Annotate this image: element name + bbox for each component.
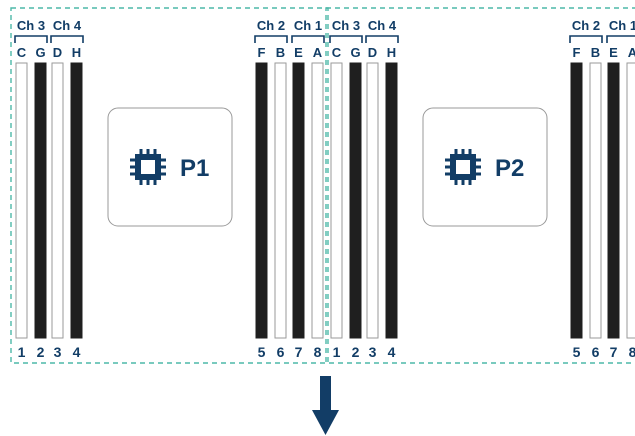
cpu-chip-icon (445, 149, 481, 185)
slot-number: 2 (352, 344, 360, 360)
slot-number: 5 (573, 344, 581, 360)
slot-number: 3 (54, 344, 62, 360)
channel-bracket (50, 35, 84, 43)
slot-number: 8 (314, 344, 322, 360)
slot-letter: F (258, 45, 266, 60)
slot-letter: E (294, 45, 303, 60)
dimm-slot-empty (274, 62, 287, 339)
slot-number: 6 (277, 344, 285, 360)
processor-label: P1 (180, 155, 209, 182)
channel-bracket (606, 35, 635, 43)
channel-label: Ch 1 (294, 18, 322, 33)
channel-label: Ch 2 (257, 18, 285, 33)
slot-number: 8 (629, 344, 635, 360)
slot-number: 1 (333, 344, 341, 360)
dimm-slot-empty (311, 62, 324, 339)
slot-letter: A (628, 45, 635, 60)
slot-letter: H (72, 45, 81, 60)
processor-box (107, 107, 233, 227)
channel-label: Ch 4 (53, 18, 82, 33)
slot-number: 3 (369, 344, 377, 360)
dimm-slot-populated (70, 62, 83, 339)
slot-number: 7 (610, 344, 618, 360)
slot-number: 1 (18, 344, 26, 360)
slot-number: 2 (37, 344, 45, 360)
channel-bracket (14, 35, 48, 43)
channel-bracket (329, 35, 363, 43)
dimm-slot-populated (255, 62, 268, 339)
slot-letter: D (368, 45, 377, 60)
channel-label: Ch 3 (332, 18, 360, 33)
slot-letter: H (387, 45, 396, 60)
dimm-slot-populated (349, 62, 362, 339)
slot-letter: C (332, 45, 342, 60)
slot-number: 5 (258, 344, 266, 360)
dimm-slot-empty (589, 62, 602, 339)
slot-letter: E (609, 45, 618, 60)
slot-letter: C (17, 45, 27, 60)
dimm-slot-empty (51, 62, 64, 339)
slot-letter: D (53, 45, 62, 60)
processor-label: P2 (495, 155, 524, 182)
processor-box (422, 107, 548, 227)
dimm-slot-populated (292, 62, 305, 339)
channel-bracket (291, 35, 325, 43)
channel-bracket (254, 35, 288, 43)
slot-number: 4 (388, 344, 396, 360)
slot-letter: G (35, 45, 45, 60)
processor-group-outline (325, 7, 635, 364)
dimm-slot-populated (570, 62, 583, 339)
slot-number: 7 (295, 344, 303, 360)
slot-letter: F (573, 45, 581, 60)
dimm-slot-populated (34, 62, 47, 339)
dimm-slot-populated (607, 62, 620, 339)
dimm-slot-empty (15, 62, 28, 339)
slot-letter: A (313, 45, 323, 60)
channel-bracket (365, 35, 399, 43)
cpu-chip-icon (130, 149, 166, 185)
slot-number: 4 (73, 344, 81, 360)
channel-label: Ch 3 (17, 18, 45, 33)
channel-label: Ch 4 (368, 18, 397, 33)
slot-letter: G (350, 45, 360, 60)
slot-letter: B (276, 45, 285, 60)
channel-bracket (569, 35, 603, 43)
slot-letter: B (591, 45, 600, 60)
dimm-slot-empty (330, 62, 343, 339)
channel-label: Ch 2 (572, 18, 600, 33)
channel-label: Ch 1 (609, 18, 635, 33)
slot-number: 6 (592, 344, 600, 360)
dimm-slot-populated (385, 62, 398, 339)
processor-group-outline (10, 7, 329, 364)
down-arrow-icon (312, 376, 339, 435)
dimm-slot-empty (366, 62, 379, 339)
dimm-slot-empty (626, 62, 635, 339)
